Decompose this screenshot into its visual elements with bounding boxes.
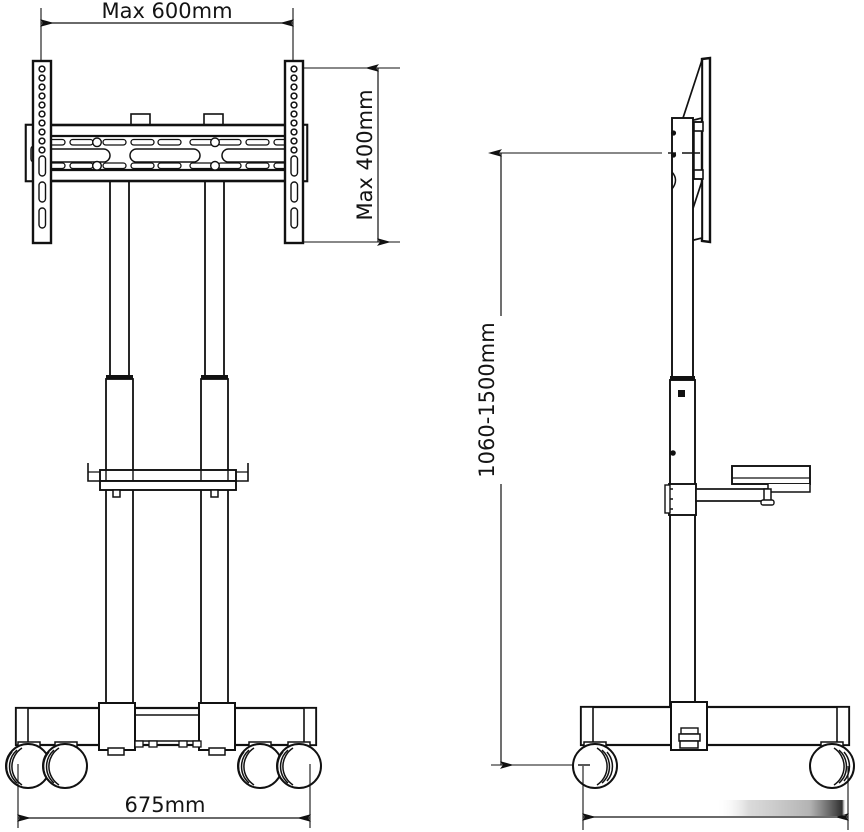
dimension-label-vesa-width: Max 600mm	[101, 0, 232, 23]
dimension-vesa-height: Max 400mm	[293, 64, 400, 246]
lower-column-group	[105, 375, 229, 710]
dimension-label-tv-height: 1060-1500mm	[475, 322, 499, 477]
dimension-depth	[582, 766, 849, 830]
caster-wheel	[237, 741, 283, 789]
caster-wheel-group-front	[5, 741, 322, 789]
bracket-slot-row-top	[41, 137, 296, 148]
lower-column-side	[669, 376, 696, 711]
mount-plate-connector	[693, 121, 702, 180]
dimension-label-base-width: 675mm	[125, 793, 206, 817]
caster-wheel	[572, 741, 618, 789]
dimension-tv-height: 1060-1500mm	[475, 149, 700, 769]
vesa-vertical-rail-right	[283, 59, 305, 245]
side-view: 1060-1500mm	[475, 56, 855, 830]
telescoping-upper-column-side	[670, 117, 694, 379]
caster-wheel	[42, 741, 88, 789]
accessory-shelf	[87, 463, 249, 498]
vesa-mount-bracket	[24, 59, 309, 245]
dimension-vesa-width: Max 600mm	[40, 0, 294, 75]
base-beam	[14, 702, 318, 756]
dimension-label-vesa-height: Max 400mm	[353, 89, 377, 220]
dimension-base-width: 675mm	[17, 764, 311, 828]
base-beam-side	[579, 701, 851, 751]
caster-wheel-group-side	[572, 741, 855, 789]
bracket-slot-row-bottom	[41, 160, 296, 171]
vesa-vertical-rail-left	[31, 59, 53, 245]
bracket-slot-row-middle	[41, 148, 291, 163]
accessory-shelf-side	[664, 465, 811, 516]
watermark-smudge	[716, 800, 846, 816]
front-view: Max 600mm Max 400mm	[5, 0, 400, 828]
caster-wheel	[809, 741, 855, 789]
